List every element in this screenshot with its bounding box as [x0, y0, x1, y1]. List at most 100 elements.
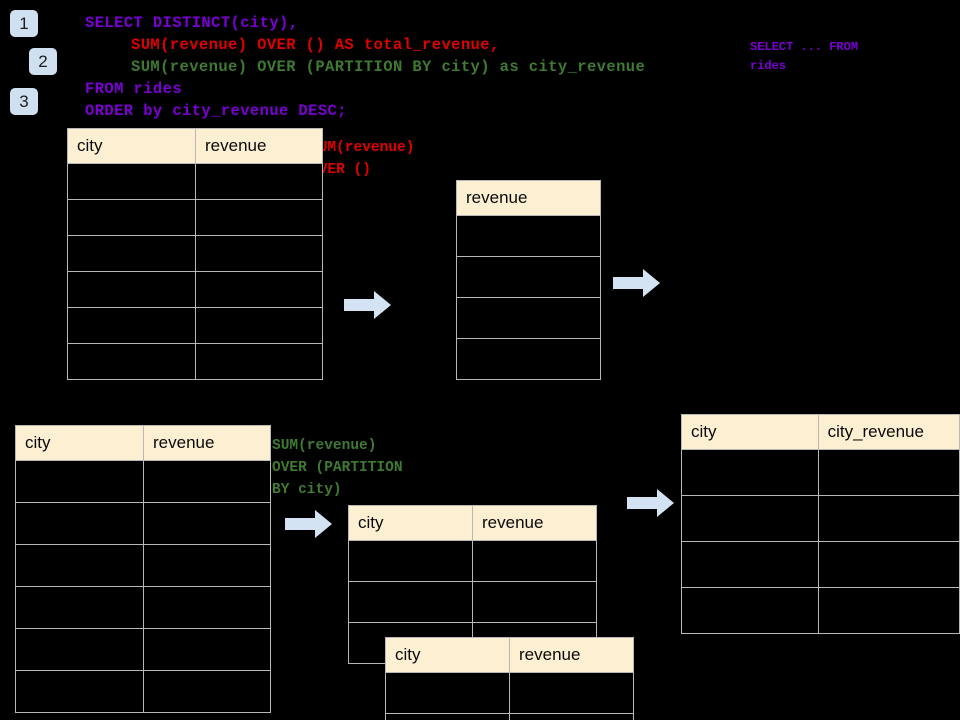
step-badge-2: 2 [29, 48, 57, 75]
table-cell-city_revenue [817, 495, 960, 542]
arrow-partition-to-result-icon [627, 488, 675, 523]
column-header-revenue: revenue [195, 128, 323, 164]
table-cell-revenue [456, 297, 601, 339]
table-row [67, 307, 323, 344]
table-cell-city [15, 460, 144, 503]
table-cell-city_revenue [817, 541, 960, 588]
column-header-revenue: revenue [509, 637, 634, 673]
sql-code-block: SELECT DISTINCT(city), SUM(revenue) OVER … [85, 12, 645, 122]
table-cell-revenue [456, 215, 601, 257]
table-cell-revenue [472, 540, 597, 582]
table-cell-city [681, 541, 819, 588]
table-cell-revenue [509, 672, 634, 714]
table-cell-revenue [195, 163, 323, 200]
table-row [385, 672, 634, 714]
table-cell-city [15, 586, 144, 629]
table-cell-city [67, 343, 196, 380]
column-header-city: city [15, 425, 144, 461]
table-row [15, 628, 271, 671]
table-cell-city [681, 587, 819, 634]
table-row [456, 256, 601, 298]
table-cell-revenue [143, 670, 271, 713]
table-cell-city [67, 307, 196, 344]
table-row [67, 163, 323, 200]
sql-line-2: SUM(revenue) OVER () AS total_revenue, [131, 36, 500, 54]
table-cell-city [348, 540, 473, 582]
table-row [456, 338, 601, 380]
table-row [15, 544, 271, 587]
table-row [15, 670, 271, 713]
arrow-total-to-result-icon [613, 268, 661, 303]
table-cell-revenue [456, 256, 601, 298]
table-cell-city_revenue [817, 587, 960, 634]
table-row [67, 199, 323, 236]
step-badge-3: 3 [10, 88, 38, 115]
table-cell-city [348, 581, 473, 623]
table-cell-city [681, 449, 819, 496]
table-cell-city [67, 199, 196, 236]
table-cell-city [681, 495, 819, 542]
table-cell-city [15, 544, 144, 587]
column-header-revenue: revenue [456, 180, 601, 216]
table-cell-city_revenue [817, 449, 960, 496]
table-cell-revenue [195, 199, 323, 236]
step-badge-1: 1 [10, 10, 38, 37]
table-row [348, 581, 597, 623]
column-header-city: city [385, 637, 510, 673]
table-cell-city [15, 670, 144, 713]
table-row [348, 540, 597, 582]
table-cell-revenue [143, 628, 271, 671]
table-cell-revenue [143, 586, 271, 629]
sql-line-5: ORDER by city_revenue DESC; [85, 102, 347, 120]
table-row [456, 297, 601, 339]
column-header-revenue: revenue [472, 505, 597, 541]
table-row [681, 449, 960, 496]
column-header-revenue: revenue [143, 425, 271, 461]
table-row [385, 713, 634, 720]
table-row [15, 460, 271, 503]
table-cell-city [385, 713, 510, 720]
table-cell-city [15, 502, 144, 545]
column-header-city: city [681, 414, 819, 450]
sql-line-4: FROM rides [85, 80, 183, 98]
table-row [456, 215, 601, 257]
annotation-sum-over-empty: SUM(revenue) OVER () [310, 140, 415, 178]
table-cell-revenue [472, 581, 597, 623]
table-cell-revenue [195, 307, 323, 344]
table-cell-city [67, 163, 196, 200]
table-header-row: revenue [456, 180, 601, 216]
table-cell-revenue [509, 713, 634, 720]
table-row [67, 271, 323, 308]
table-row [67, 343, 323, 380]
table-row [15, 586, 271, 629]
arrow-source-to-total-icon [344, 290, 392, 325]
column-header-city_revenue: city_revenue [817, 414, 960, 450]
table-total-revenue: revenue [456, 180, 601, 380]
sql-line-3: SUM(revenue) OVER (PARTITION BY city) as… [131, 58, 646, 76]
annotation-sum-over-partition: SUM(revenue) OVER (PARTITION BY city) [272, 438, 403, 498]
table-cell-revenue [195, 343, 323, 380]
table-row [681, 587, 960, 634]
table-cell-revenue [195, 235, 323, 272]
table-row [67, 235, 323, 272]
side-note-select-from-rides: SELECT ... FROM rides [750, 40, 859, 73]
table-cell-revenue [195, 271, 323, 308]
arrow-source-to-partition-icon [285, 509, 333, 544]
table-cell-revenue [456, 338, 601, 380]
table-cell-revenue [143, 502, 271, 545]
table-row [681, 541, 960, 588]
column-header-city: city [348, 505, 473, 541]
sql-line-1: SELECT DISTINCT(city), [85, 14, 299, 32]
table-row [15, 502, 271, 545]
table-cell-revenue [143, 544, 271, 587]
